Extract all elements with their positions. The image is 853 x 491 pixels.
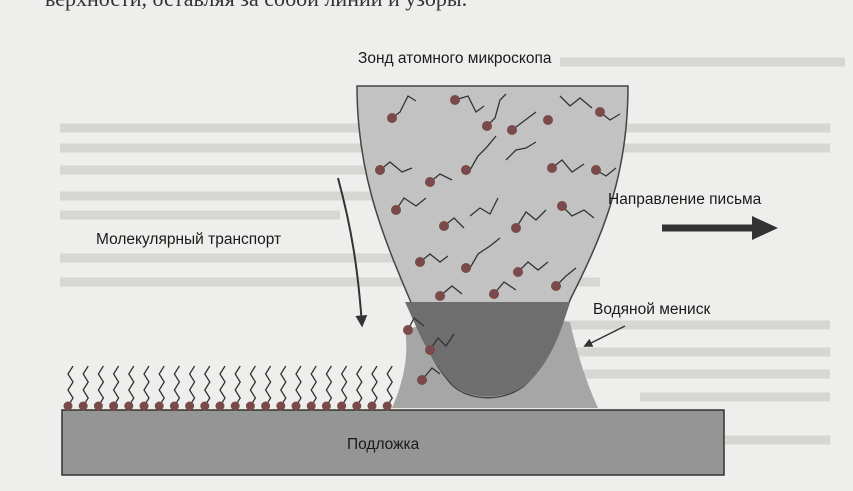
molecule-head: [154, 401, 164, 411]
molecule-head: [291, 401, 301, 411]
probe-molecule-heads: [375, 95, 605, 385]
molecule-chain: [219, 365, 226, 407]
direction-label: Направление письма: [608, 191, 762, 208]
molecule-chain: [112, 365, 120, 407]
meniscus-label: Водяной мениск: [593, 301, 711, 318]
molecule-head: [215, 401, 225, 411]
molecule-chain: [97, 365, 105, 407]
molecule-head: [261, 401, 271, 411]
molecule-chain: [158, 365, 165, 407]
molecule-head: [245, 401, 255, 411]
molecule-head: [382, 401, 392, 411]
molecule-head: [169, 401, 179, 411]
molecule-chain: [188, 365, 196, 407]
molecule-head: [78, 401, 88, 411]
molecule-chain: [386, 365, 393, 407]
deposited-molecule-chains: [67, 365, 393, 407]
molecule-chain: [249, 365, 257, 407]
molecule-chain: [325, 365, 333, 407]
molecule-chain: [295, 365, 302, 407]
molecule-head: [185, 401, 195, 411]
molecule-head: [321, 401, 331, 411]
transport-label: Молекулярный транспорт: [96, 231, 282, 248]
molecule-chain: [356, 365, 363, 407]
molecule-chain: [128, 365, 135, 407]
molecule-head: [276, 401, 286, 411]
molecule-chain: [340, 365, 348, 407]
molecule-head: [200, 401, 210, 411]
molecule-chain: [234, 365, 241, 407]
substrate-block: [61, 409, 725, 476]
substrate-label: Подложка: [347, 436, 420, 453]
molecule-head: [93, 401, 103, 411]
writing-direction-arrowhead: [752, 216, 778, 240]
deposited-molecule-heads: [63, 401, 392, 411]
molecule-chain: [371, 365, 378, 407]
molecule-head: [352, 401, 362, 411]
molecule-head: [139, 401, 149, 411]
molecule-head: [63, 401, 73, 411]
molecule-head: [230, 401, 240, 411]
molecule-chain: [204, 365, 211, 407]
molecule-head: [124, 401, 134, 411]
meniscus-pointer-arrow: [583, 325, 626, 347]
molecular-transport-arrow: [337, 177, 368, 328]
molecule-head: [306, 401, 316, 411]
molecule-chain: [280, 365, 287, 407]
body-text-fragment: верхности, оставляя за собой линии и узо…: [45, 0, 467, 12]
molecule-head: [337, 401, 347, 411]
molecule-chain: [143, 365, 150, 407]
molecule-chain: [67, 365, 74, 407]
molecule-head: [367, 401, 377, 411]
meniscus-dark-area: [405, 302, 570, 397]
probe-label: Зонд атомного микроскопа: [358, 50, 552, 67]
molecule-chain: [173, 365, 181, 407]
molecule-chain: [310, 365, 317, 407]
molecule-head: [109, 401, 119, 411]
molecule-chain: [82, 365, 89, 407]
molecule-chain: [264, 365, 272, 407]
